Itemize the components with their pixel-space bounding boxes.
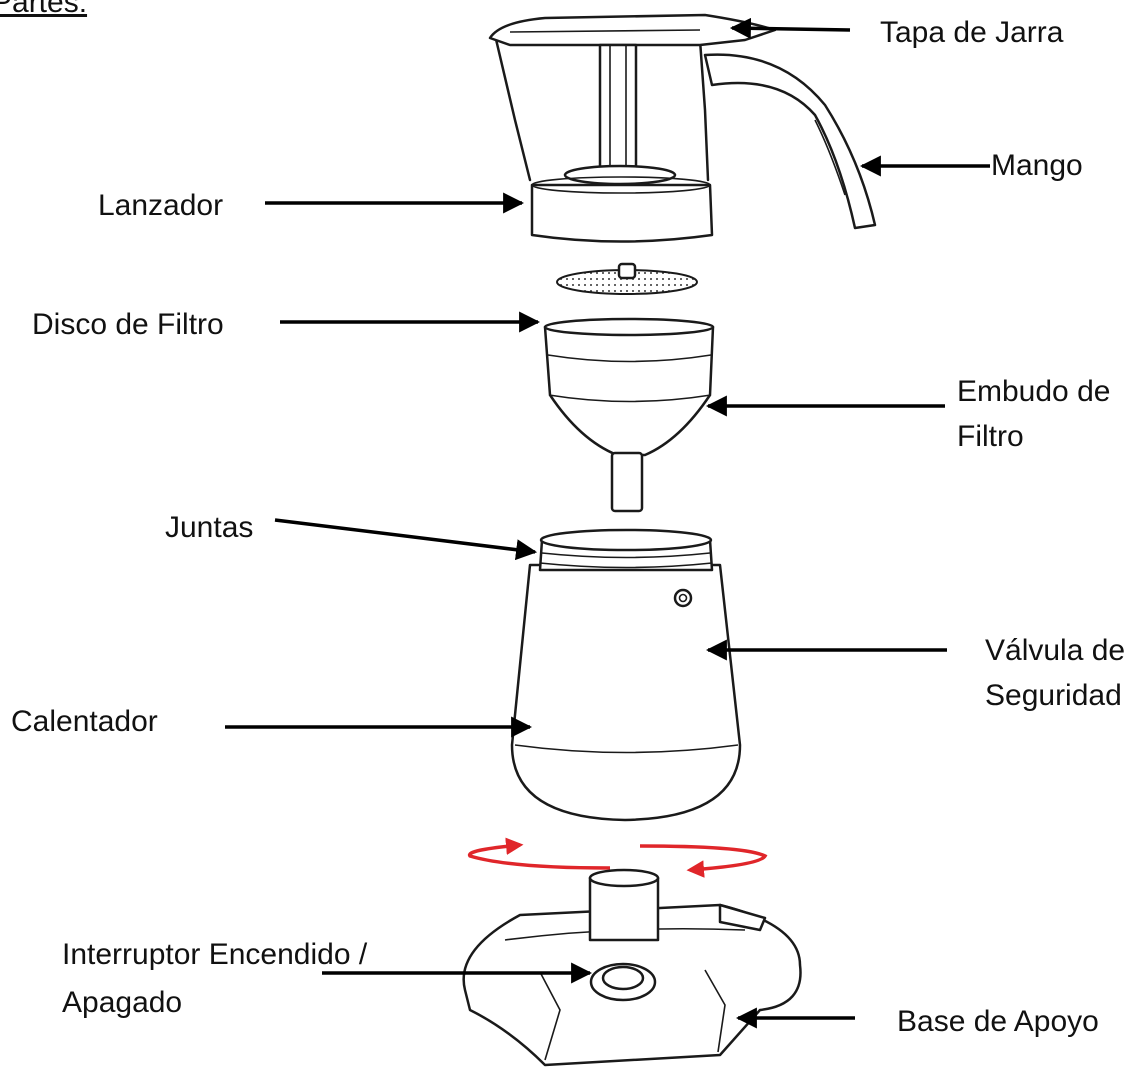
label-lanzador: Lanzador bbox=[98, 189, 224, 222]
leader-arrows bbox=[225, 17, 990, 1029]
base-illustration bbox=[462, 868, 802, 1067]
label-valvula-de-seguridad-line2: Seguridad bbox=[985, 679, 1122, 712]
label-disco-de-filtro: Disco de Filtro bbox=[32, 308, 224, 341]
label-interruptor-line2: Apagado bbox=[62, 986, 183, 1019]
label-calentador: Calentador bbox=[11, 705, 158, 738]
label-tapa-de-jarra: Tapa de Jarra bbox=[880, 16, 1064, 49]
label-valvula-de-seguridad-line1: Válvula de bbox=[985, 634, 1126, 667]
label-juntas: Juntas bbox=[165, 511, 254, 544]
label-embudo-de-filtro-line2: Filtro bbox=[957, 420, 1024, 453]
rotation-arrows bbox=[467, 837, 768, 878]
filter-funnel-illustration bbox=[543, 317, 715, 513]
label-base-de-apoyo: Base de Apoyo bbox=[897, 1005, 1099, 1038]
filter-disc-illustration bbox=[556, 262, 698, 295]
heater-illustration bbox=[510, 528, 742, 822]
label-embudo-de-filtro-line1: Embudo de bbox=[957, 375, 1111, 408]
jug-illustration bbox=[488, 13, 877, 243]
section-header: Partes: bbox=[0, 0, 88, 19]
label-mango: Mango bbox=[991, 149, 1083, 182]
label-interruptor-line1: Interruptor Encendido / bbox=[62, 938, 368, 971]
